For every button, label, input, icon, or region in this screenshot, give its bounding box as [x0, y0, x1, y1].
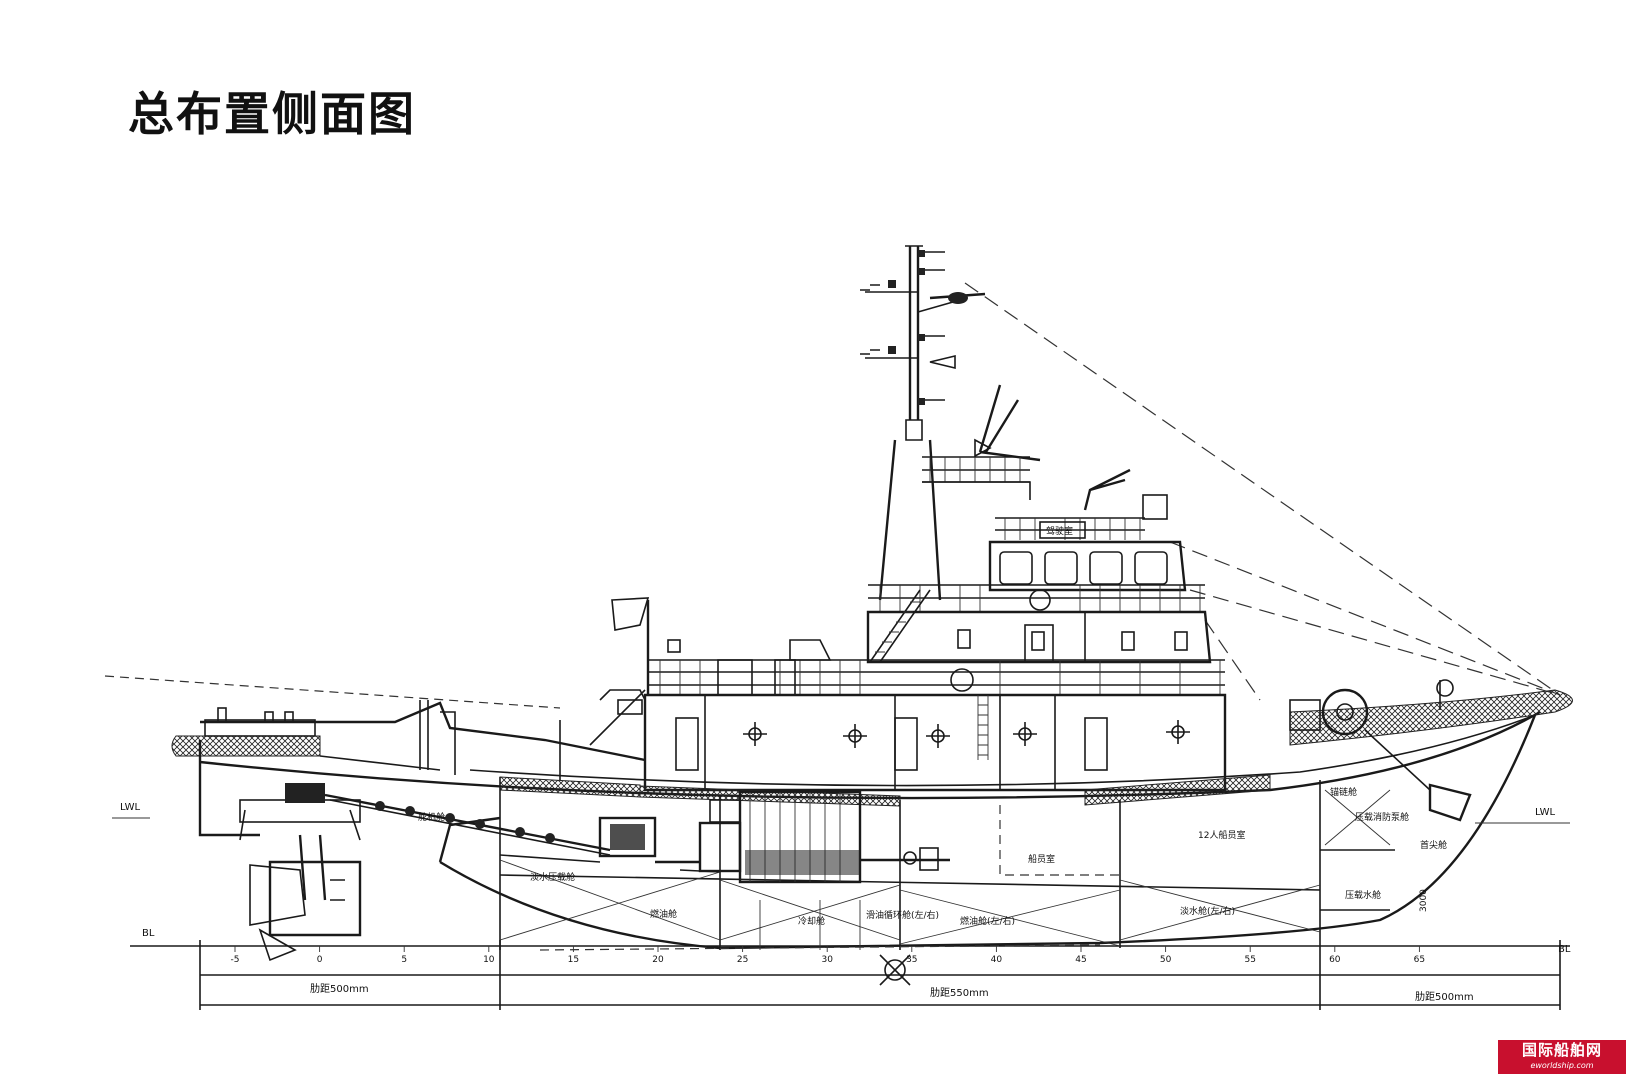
label-ballast-tank: 压载水舱: [1345, 889, 1381, 901]
bridge-label: 驾驶室: [1046, 525, 1073, 537]
frame-tick-label: 45: [1075, 955, 1086, 965]
tow-line-aft: [104, 675, 561, 709]
frame-tick-label: 65: [1414, 955, 1425, 965]
frame-tick-label: 30: [821, 955, 833, 965]
watermark-logo: 国际船舶网 eworldship.com: [1498, 1040, 1626, 1074]
bulkheads: [499, 777, 1395, 951]
frame-tick-label: 0: [317, 955, 323, 965]
frame-scale: 肋距500mm 肋距550mm 肋距500mm -5 0 5 10 15 20 25 30 35…: [199, 940, 1561, 1010]
frame-tick-label: 55: [1244, 955, 1255, 965]
label-fresh-water-aft: 淡水压载舱: [530, 871, 575, 883]
label-fore-peak: 首尖舱: [1420, 839, 1447, 851]
watermark-name: 国际船舶网: [1521, 1041, 1602, 1059]
frame-tick-label: 50: [1160, 955, 1172, 965]
page-title: 总布置侧面图: [128, 87, 416, 141]
label-oil-tank-2: 燃油舱(左/右): [960, 915, 1015, 927]
watermark-url: eworldship.com: [1530, 1061, 1594, 1070]
label-twelve-crew-room: 12人船员室: [1198, 829, 1245, 841]
frame-spacing-mid: 肋距550mm: [930, 986, 989, 999]
frame-tick-label: 5: [401, 955, 407, 965]
stay-line-2: [1169, 541, 1561, 696]
frame-tick-label: -5: [231, 955, 240, 965]
lwl-label-fwd: LWL: [1535, 807, 1556, 818]
frame-tick-label: 20: [652, 955, 664, 965]
upper-davits: [974, 384, 1131, 511]
aft-flag-mast: [589, 597, 681, 746]
label-fuel-tank: 燃油舱: [650, 908, 677, 920]
stay-line-fore: [964, 282, 1561, 696]
frame-tick-label: 25: [737, 955, 748, 965]
label-lube-oil-tank: 滑油循环舱(左/右): [866, 909, 939, 921]
dimension-3000: 3000: [1419, 889, 1429, 912]
stay-line-3: [1189, 589, 1561, 696]
label-stores: 压载消防泵舱: [1355, 811, 1409, 823]
label-cofferdam: 冷却舱: [798, 915, 825, 927]
main-mast: [860, 245, 986, 601]
frame-spacing-aft: 肋距500mm: [310, 982, 369, 995]
stay-line-4: [1204, 619, 1261, 701]
label-fresh-water-tank: 淡水舱(左/右): [1180, 905, 1235, 917]
lwl-label-aft: LWL: [120, 802, 141, 813]
frame-spacing-fwd: 肋距500mm: [1415, 990, 1474, 1003]
frame-tick-label: 15: [568, 955, 579, 965]
frame-tick-label: 10: [483, 955, 495, 965]
bl-label-aft: BL: [142, 928, 155, 939]
label-crew-room: 船员室: [1028, 853, 1055, 865]
label-chain-locker: 锚链舱: [1330, 786, 1357, 798]
frame-tick-label: 60: [1329, 955, 1341, 965]
bl-label-fwd: BL: [1558, 944, 1571, 955]
propulsion-machinery: [324, 790, 950, 884]
frame-tick-label: 35: [906, 955, 917, 965]
anchor-windlass: [1289, 679, 1472, 822]
superstructure: 驾驶室: [643, 456, 1227, 792]
compartment-labels: 舵机舱 淡水压载舱 燃油舱 冷却舱 滑油循环舱(左/右) 燃油舱(左/右) 淡水…: [418, 786, 1447, 927]
frame-tick-label: 40: [991, 955, 1003, 965]
stern-gear: [239, 783, 362, 962]
label-steering-gear-room: 舵机舱: [418, 811, 445, 823]
